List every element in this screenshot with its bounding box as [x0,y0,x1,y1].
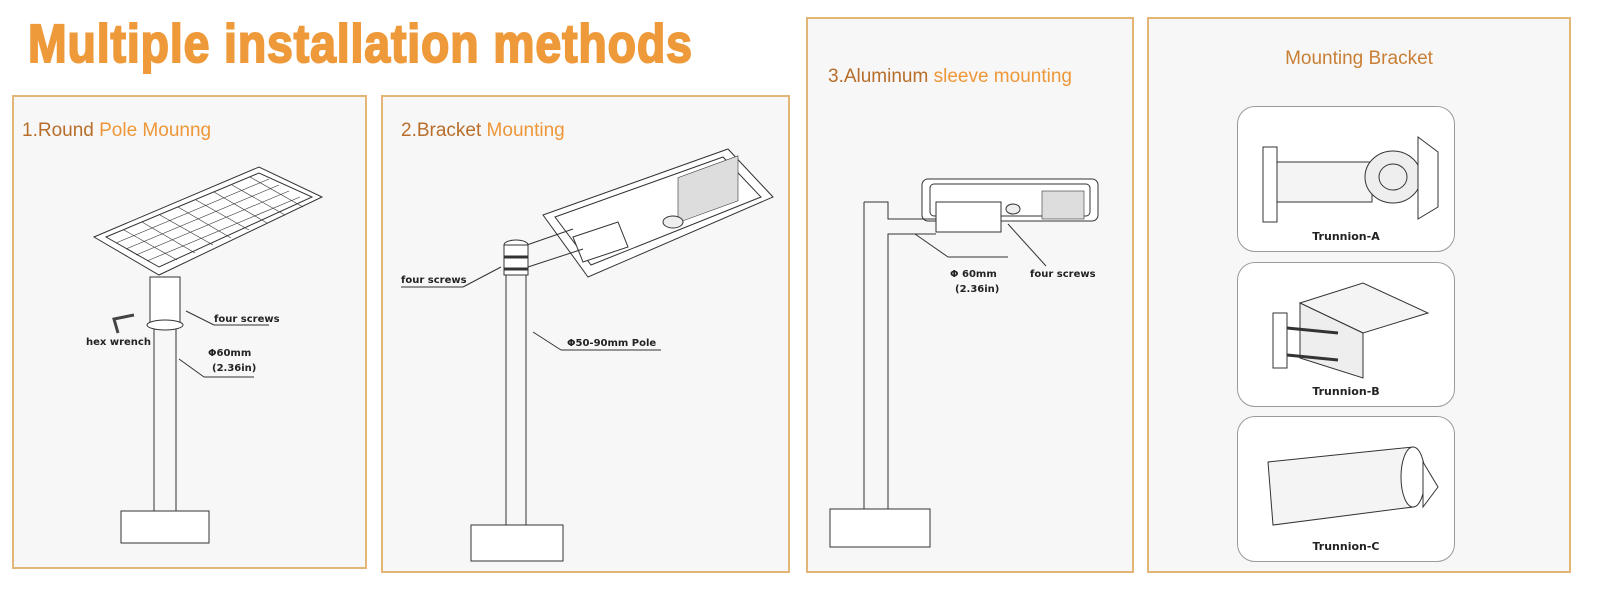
diameter-label: Φ 60mm [950,269,997,280]
trunnion-a-illustration [1262,136,1439,223]
diameter-inch-label: (2.36in) [955,284,1000,295]
four-screws-label: four screws [1030,269,1096,280]
panel-name: sleeve mounting [928,66,1072,87]
panel-number: 3.Aluminum [828,66,929,87]
panel-number: 1.Round [22,120,94,141]
trunnion-b-illustration [1272,282,1430,379]
trunnion-c-label: Trunnion-C [1312,540,1380,553]
panel-title: 3.Aluminum sleeve mounting [828,66,1072,88]
panel-name: Mounting [481,120,565,141]
sleeve-mounting-diagram [829,178,1099,548]
pole-illustration [112,276,269,544]
trunnion-a-label: Trunnion-A [1312,230,1380,243]
round-pole-diagram [92,166,324,544]
hex-wrench-label: hex wrench [86,337,151,348]
diameter-label: Φ60mm [208,348,252,359]
four-screws-label: four screws [401,275,467,286]
solar-panel-illustration [92,166,324,276]
panel-number: 2.Bracket [401,120,482,141]
main-title: Multiple installation methods [27,13,693,75]
diameter-inch-label: (2.36in) [212,363,257,374]
bracket-mounting-diagram [401,148,774,562]
panel-round-pole-mounting: 1.Round Pole Mounng four screws hex wren… [12,95,367,569]
trunnion-b-card: Trunnion-B [1237,262,1455,407]
panel-title: Mounting Bracket [1285,48,1433,69]
panel-title: 1.Round Pole Mounng [22,120,211,142]
trunnion-c-illustration [1267,446,1439,526]
panel-bracket-mounting: 2.Bracket Mounting four screws Φ50-90mm … [381,95,790,573]
panel-mounting-bracket: Mounting Bracket Trunnion-A Trunnion-B T… [1147,17,1571,573]
four-screws-label: four screws [214,314,280,325]
panel-title: 2.Bracket Mounting [401,120,565,142]
panel-aluminum-sleeve-mounting: 3.Aluminum sleeve mounting Φ 60mm (2.36i… [806,17,1134,573]
trunnion-a-card: Trunnion-A [1237,106,1455,252]
pole-diameter-label: Φ50-90mm Pole [567,338,657,349]
trunnion-b-label: Trunnion-B [1312,385,1380,398]
trunnion-c-card: Trunnion-C [1237,416,1455,562]
panel-name: Pole Mounng [93,120,212,141]
